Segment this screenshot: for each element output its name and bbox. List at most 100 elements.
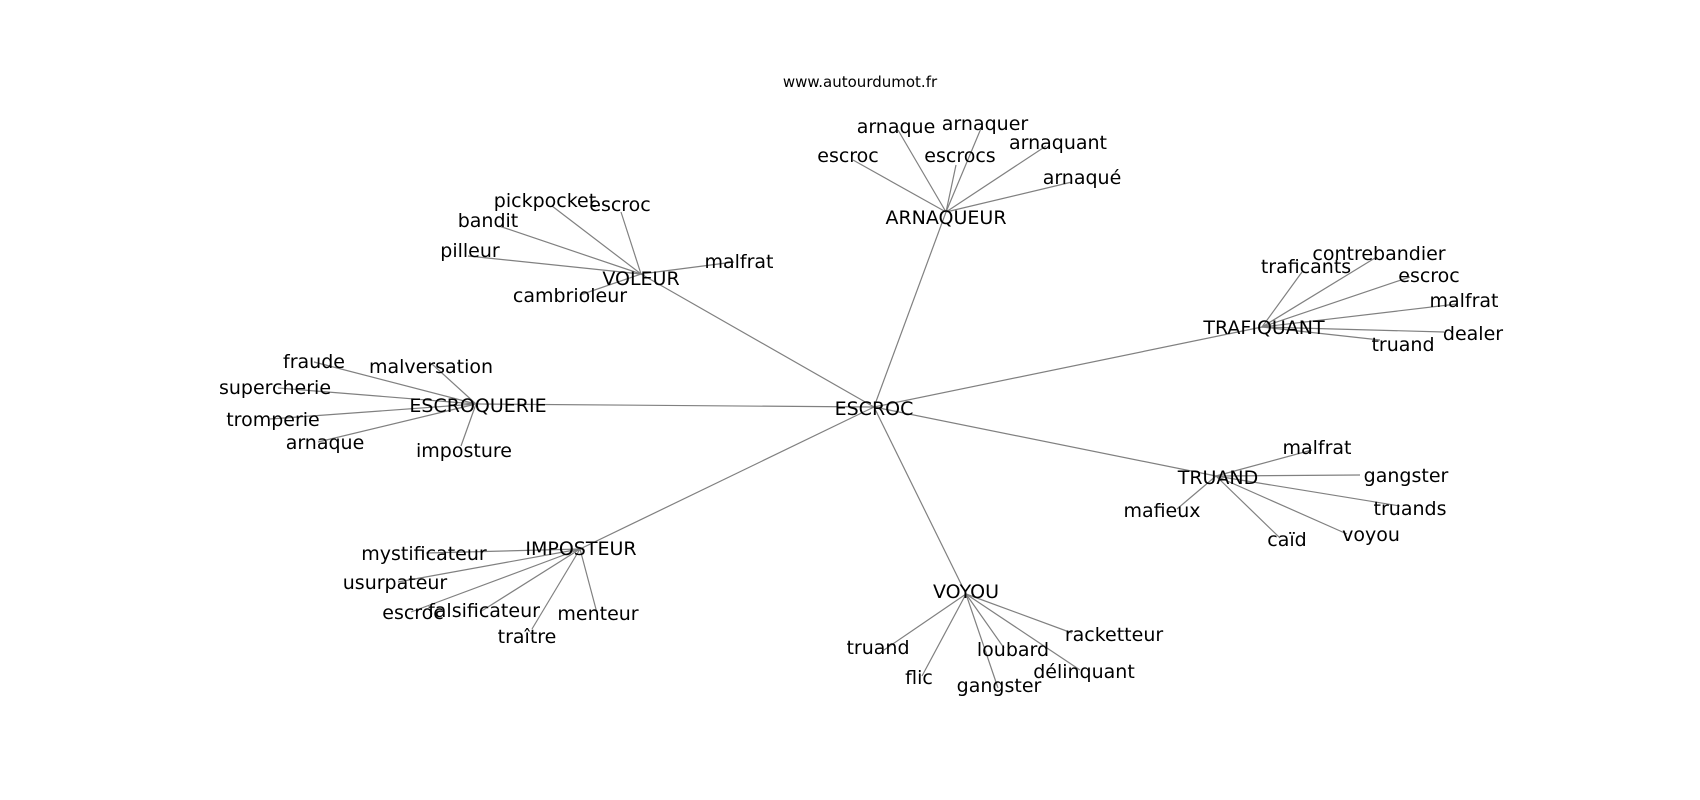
hub-node-label: VOLEUR bbox=[602, 268, 679, 290]
leaf-node-label: malfrat bbox=[1282, 437, 1351, 459]
leaf-node-label: escroc bbox=[589, 194, 651, 216]
leaf-node-label: arnaquant bbox=[1009, 132, 1107, 154]
edge-hub-leaf bbox=[897, 129, 947, 213]
edge-root-hub bbox=[873, 211, 947, 408]
edge-hub-leaf bbox=[317, 403, 477, 443]
leaf-node-label: arnaquer bbox=[942, 113, 1029, 135]
edge-root-hub bbox=[640, 273, 875, 408]
edge-hub-leaf bbox=[1261, 303, 1458, 328]
edge-hub-leaf bbox=[1261, 257, 1376, 328]
edge-hub-leaf bbox=[965, 593, 1073, 634]
edge-hub-leaf bbox=[467, 255, 642, 275]
edge-hub-leaf bbox=[431, 363, 477, 405]
edge-root-hub bbox=[873, 406, 1217, 477]
edge-hub-leaf bbox=[1215, 449, 1313, 477]
edge-hub-leaf bbox=[965, 593, 1005, 649]
edge-hub-leaf bbox=[965, 593, 999, 689]
leaf-node-label: malfrat bbox=[1429, 290, 1498, 312]
leaf-node-label: truand bbox=[1371, 334, 1434, 356]
edge-hub-leaf bbox=[1261, 326, 1445, 333]
leaf-node-label: dealer bbox=[1443, 323, 1503, 345]
edge-hub-leaf bbox=[1261, 271, 1303, 328]
edge-hub-leaf bbox=[1215, 475, 1281, 539]
edge-hub-leaf bbox=[460, 403, 477, 447]
leaf-node-label: traficants bbox=[1261, 256, 1351, 278]
leaf-node-label: escroc bbox=[1398, 265, 1460, 287]
leaf-node-label: escroc bbox=[817, 145, 879, 167]
edge-hub-leaf bbox=[1215, 475, 1348, 535]
edge-hub-leaf bbox=[921, 593, 967, 677]
leaf-node-label: gangster bbox=[1364, 465, 1449, 487]
source-watermark: www.autourdumot.fr bbox=[783, 73, 938, 91]
root-node-label: ESCROC bbox=[835, 398, 914, 420]
leaf-node-label: cambrioleur bbox=[513, 285, 627, 307]
edge-hub-leaf bbox=[277, 387, 477, 405]
leaf-node-label: usurpateur bbox=[343, 572, 448, 594]
edge-hub-leaf bbox=[620, 211, 642, 275]
edge-root-hub bbox=[873, 326, 1263, 408]
leaf-node-label: malfrat bbox=[704, 251, 773, 273]
leaf-node-label: truand bbox=[846, 637, 909, 659]
hub-node-label: ARNAQUEUR bbox=[885, 207, 1006, 229]
edge-hub-leaf bbox=[945, 125, 983, 213]
edge-hub-leaf bbox=[1215, 474, 1361, 477]
edge-hub-leaf bbox=[945, 145, 1047, 213]
leaf-node-label: arnaque bbox=[857, 116, 936, 138]
leaf-node-label: mafieux bbox=[1123, 500, 1200, 522]
leaf-node-label: caïd bbox=[1267, 529, 1306, 551]
edge-hub-leaf bbox=[965, 593, 1081, 671]
edge-hub-leaf bbox=[579, 273, 642, 296]
edge-hub-leaf bbox=[945, 164, 957, 213]
edge-hub-leaf bbox=[945, 181, 1073, 213]
edge-hub-leaf bbox=[397, 548, 581, 583]
leaf-node-label: délinquant bbox=[1033, 661, 1135, 683]
leaf-node-label: gangster bbox=[957, 675, 1042, 697]
edge-hub-leaf bbox=[313, 361, 477, 405]
leaf-node-label: racketteur bbox=[1065, 624, 1164, 646]
leaf-node-label: tromperie bbox=[226, 409, 320, 431]
edge-root-hub bbox=[579, 406, 875, 550]
leaf-node-label: fraude bbox=[283, 351, 345, 373]
leaf-node-label: arnaque bbox=[286, 432, 365, 454]
leaf-node-label: pickpocket bbox=[494, 190, 596, 212]
edge-hub-leaf bbox=[531, 548, 581, 630]
edge-hub-leaf bbox=[1261, 276, 1411, 328]
hub-node-label: TRUAND bbox=[1177, 467, 1259, 489]
edge-hub-leaf bbox=[852, 159, 947, 213]
labels-layer: ESCROC ARNAQUEUR arnaque arnaquer escroc escr… bbox=[219, 113, 1503, 697]
edge-hub-leaf bbox=[479, 548, 581, 613]
hub-node-label: TRAFIQUANT bbox=[1202, 317, 1325, 339]
leaf-node-label: voyou bbox=[1342, 524, 1400, 546]
leaf-node-label: imposture bbox=[416, 440, 512, 462]
leaf-node-label: menteur bbox=[557, 603, 638, 625]
edge-hub-leaf bbox=[410, 548, 581, 613]
edge-hub-leaf bbox=[425, 548, 581, 554]
hub-node-label: IMPOSTEUR bbox=[525, 538, 636, 560]
edge-hub-leaf bbox=[579, 548, 598, 614]
leaf-node-label: arnaqué bbox=[1043, 167, 1122, 189]
leaf-node-label: pilleur bbox=[440, 240, 500, 262]
leaf-node-label: truands bbox=[1374, 498, 1447, 520]
leaf-node-label: escrocs bbox=[924, 145, 995, 167]
edge-hub-leaf bbox=[498, 225, 642, 275]
leaf-node-label: loubard bbox=[977, 639, 1049, 661]
leaf-node-label: contrebandier bbox=[1312, 243, 1445, 265]
leaf-node-label: escroc bbox=[382, 602, 444, 624]
edge-hub-leaf bbox=[883, 593, 967, 651]
edge-hub-leaf bbox=[551, 205, 642, 275]
hub-node-label: ESCROQUERIE bbox=[409, 395, 546, 417]
leaf-node-label: traître bbox=[498, 626, 557, 648]
leaf-node-label: falsificateur bbox=[428, 600, 540, 622]
edge-hub-leaf bbox=[1215, 475, 1401, 507]
edge-hub-leaf bbox=[1261, 326, 1381, 341]
leaf-node-label: supercherie bbox=[219, 377, 331, 399]
edge-hub-leaf bbox=[1176, 475, 1217, 510]
edge-hub-leaf bbox=[640, 261, 735, 275]
leaf-node-label: bandit bbox=[458, 210, 519, 232]
edges-layer bbox=[269, 125, 1458, 689]
edge-hub-leaf bbox=[269, 403, 477, 420]
edge-root-hub bbox=[873, 406, 967, 595]
leaf-node-label: malversation bbox=[369, 356, 493, 378]
hub-node-label: VOYOU bbox=[933, 581, 999, 603]
